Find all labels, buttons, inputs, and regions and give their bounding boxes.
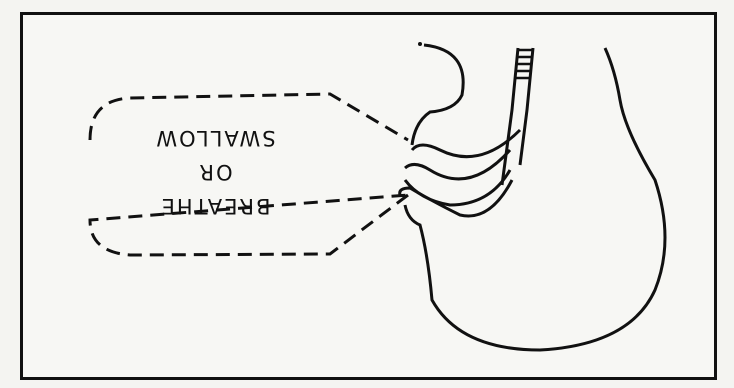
- body-outline: [405, 48, 665, 350]
- ink-dot: [418, 42, 422, 46]
- callout-line-swallow: SWALLOW: [154, 121, 275, 155]
- upper-fold: [412, 130, 520, 157]
- trachea-left-wall: [502, 48, 518, 185]
- lower-fold: [400, 180, 512, 216]
- trachea-right-wall: [520, 48, 533, 165]
- middle-fold: [405, 150, 510, 205]
- callout-text: BREATHE OR SWALLOW: [100, 112, 330, 232]
- callout-line-breathe: BREATHE: [160, 189, 271, 223]
- callout-line-or: OR: [197, 155, 232, 189]
- head-outline: [412, 45, 463, 145]
